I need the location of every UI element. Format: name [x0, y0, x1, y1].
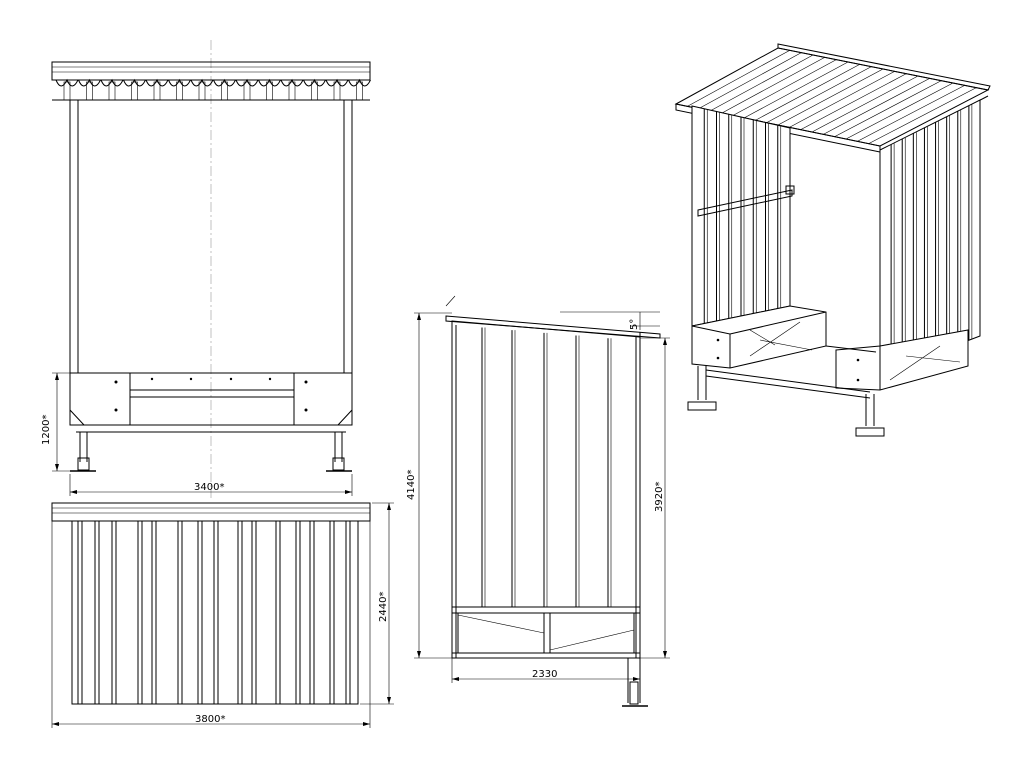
roof-rib	[823, 78, 930, 135]
roof-rib	[789, 71, 895, 128]
corrugation-wave	[168, 78, 191, 87]
roof-rib	[834, 80, 942, 137]
roof-rib	[732, 59, 837, 116]
roof-corrugation	[687, 50, 977, 144]
back-width-label: 3800*	[195, 714, 225, 725]
roof-rib	[721, 57, 825, 114]
wall-ribs	[703, 108, 782, 324]
side-total-height-label: 4140*	[406, 470, 417, 500]
corrugation-wave	[235, 78, 259, 87]
corrugation-wave	[348, 78, 371, 87]
roof-rib	[845, 82, 954, 140]
front-width-label: 3400*	[194, 482, 224, 493]
roof-rib	[709, 54, 814, 112]
roof-rib	[777, 68, 884, 126]
isometric-view	[674, 43, 991, 437]
roof-corrugation	[55, 78, 371, 101]
front-height-label: 1200*	[41, 415, 52, 445]
corrugation-wave	[190, 78, 214, 87]
wall-ribs	[890, 104, 973, 370]
corrugation-wave	[325, 78, 349, 87]
roof-rib	[743, 61, 849, 119]
corrugation-wave	[145, 78, 169, 87]
corrugation-wave	[258, 78, 281, 87]
side-wall-height-label: 3920*	[654, 482, 665, 512]
wall-ribs	[481, 327, 612, 607]
roof-rib	[811, 75, 919, 133]
wall-ribs	[77, 521, 351, 704]
corrugation-wave	[303, 78, 326, 87]
roof-rib	[857, 85, 965, 142]
front-view: 1200* 3400*	[41, 40, 371, 498]
corrugation-wave	[55, 78, 79, 87]
back-view: 2440* 3800*	[51, 502, 394, 728]
corrugation-wave	[78, 78, 101, 87]
roof-rib	[698, 52, 802, 109]
roof-rib	[766, 66, 872, 123]
corrugation-wave	[123, 78, 146, 87]
corrugation-wave	[213, 78, 236, 87]
roof-rib	[800, 73, 907, 130]
roof-angle-label: 5°	[629, 319, 640, 330]
side-depth-label: 2330	[532, 669, 557, 680]
roof-rib	[755, 64, 860, 121]
corrugation-wave	[100, 78, 124, 87]
side-view: 5° 4140* 3920* 2330	[406, 295, 670, 707]
back-height-label: 2440*	[378, 592, 389, 622]
corrugation-wave	[280, 78, 304, 87]
roof-rib	[868, 87, 977, 144]
roof-rib	[687, 50, 790, 107]
